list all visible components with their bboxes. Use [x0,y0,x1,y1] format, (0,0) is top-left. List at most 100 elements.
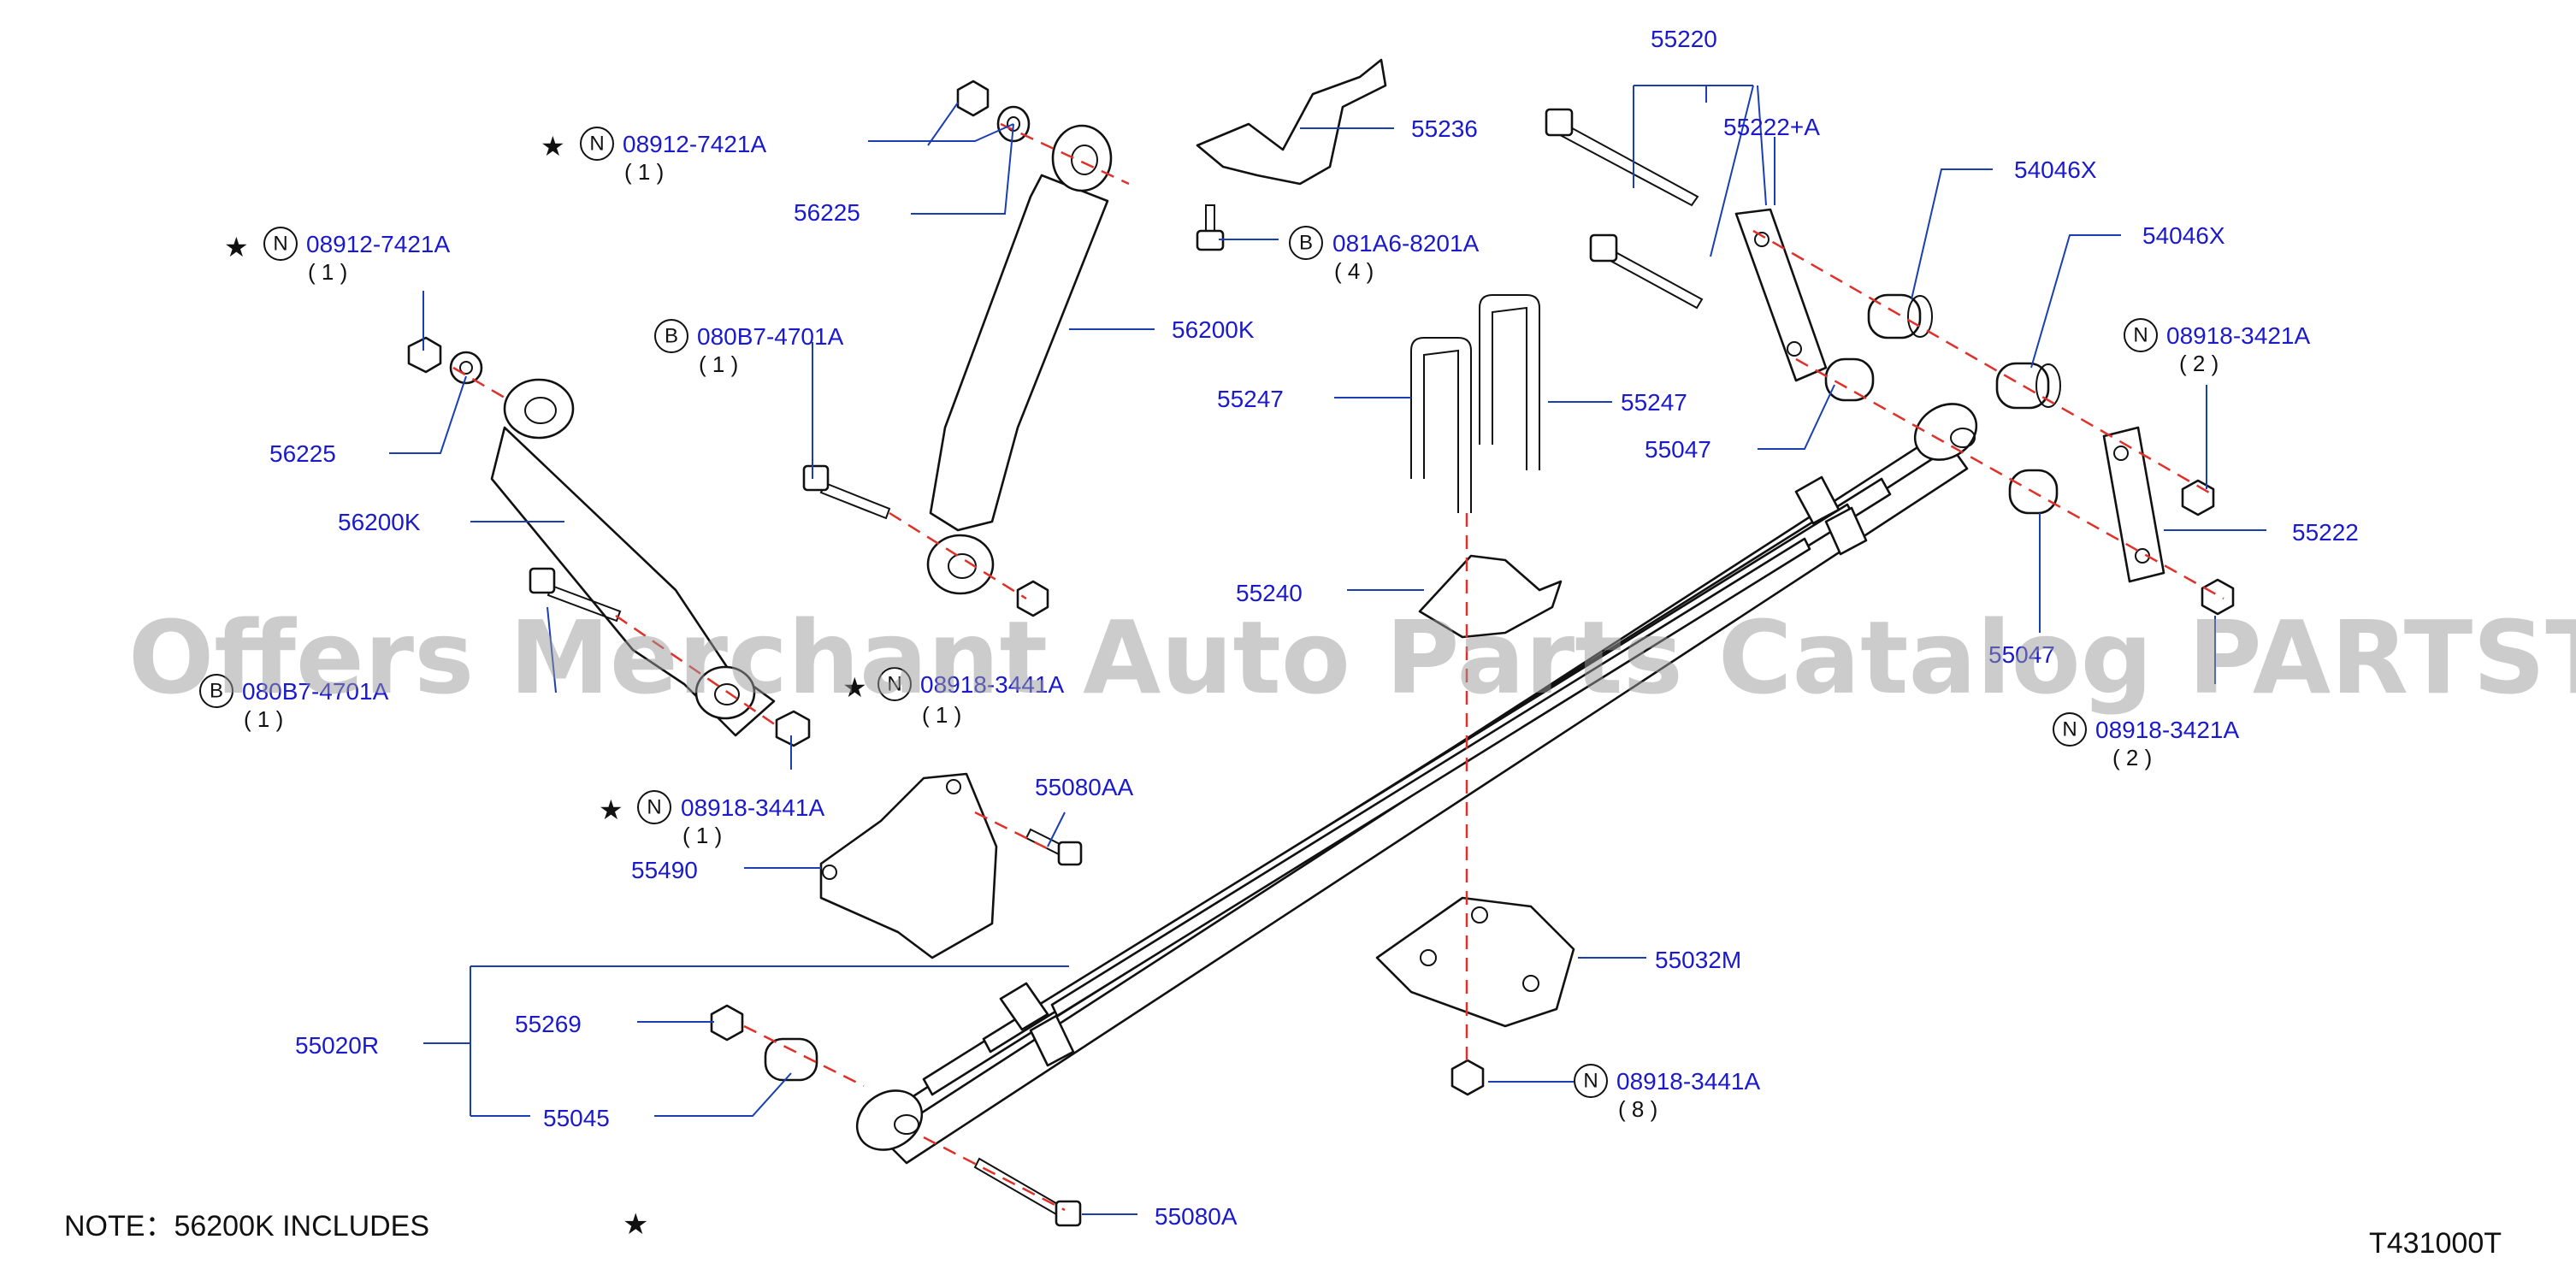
label-55490[interactable]: 55490 [631,857,698,883]
svg-text:N: N [589,133,604,156]
svg-text:080B7-4701A: 080B7-4701A [697,323,844,350]
svg-text:( 1 ): ( 1 ) [308,259,347,285]
shock-absorber-right[interactable] [926,124,1113,595]
svg-text:08918-3421A: 08918-3421A [2166,322,2310,349]
shock-absorber-left[interactable] [490,378,776,737]
leader-lines [389,85,2266,1215]
svg-text:08918-3441A: 08918-3441A [1616,1068,1760,1095]
bracket-55236[interactable] [1196,58,1387,186]
svg-text:N: N [273,233,287,256]
note-star: ★ [623,1208,648,1241]
bolt-55080A[interactable] [973,1157,1082,1227]
shackle-55222[interactable] [2102,426,2165,583]
svg-text:08912-7421A: 08912-7421A [623,131,766,157]
svg-text:080B7-4701A: 080B7-4701A [242,678,389,705]
svg-text:( 8 ): ( 8 ) [1618,1096,1657,1122]
bushing-55045[interactable] [764,1037,818,1082]
label-56225-left[interactable]: 56225 [269,440,336,467]
seat-55240[interactable] [1418,554,1563,639]
bolt-55220-upper[interactable] [1545,108,1699,207]
fastener-n4[interactable]: N 08918-3421A ( 2 ) [2053,712,2239,770]
bolt-55080AA[interactable] [1025,828,1083,866]
nut-08918-3441A-plate[interactable] [1450,1059,1485,1096]
fastener-n3[interactable]: N 08918-3421A ( 2 ) [2124,318,2310,376]
fastener-n2[interactable]: ★ N 08912-7421A ( 1 ) [224,227,450,285]
fastener-b1[interactable]: B 081A6-8201A ( 4 ) [1289,226,1480,284]
bolt-081A6-8201A[interactable] [1196,204,1225,251]
nut-55269[interactable] [710,1004,744,1042]
svg-text:N: N [887,673,901,696]
svg-text:081A6-8201A: 081A6-8201A [1332,230,1480,257]
plate-55032M[interactable] [1375,896,1575,1028]
watermark: Offers Merchant Auto Parts Catalog PARTS… [128,599,2576,717]
svg-text:B: B [665,325,678,348]
svg-text:08918-3421A: 08918-3421A [2095,717,2239,743]
nut-08918-3421A-lower[interactable] [2201,578,2235,616]
svg-text:( 2 ): ( 2 ) [2179,351,2219,376]
fastener-b2[interactable]: B 080B7-4701A ( 1 ) [654,319,844,377]
label-54046X-upper[interactable]: 54046X [2014,156,2097,183]
svg-text:08918-3441A: 08918-3441A [920,671,1064,698]
nut-08912-7421A-left[interactable] [407,336,442,374]
label-55220[interactable]: 55220 [1651,26,1717,52]
svg-text:( 4 ): ( 4 ) [1334,258,1374,284]
fastener-n1[interactable]: ★ N 08912-7421A ( 1 ) [541,127,766,185]
svg-text:( 1 ): ( 1 ) [699,351,738,377]
nut-08918-3441A-right[interactable] [1016,580,1049,617]
svg-text:( 1 ): ( 1 ) [624,159,664,185]
leaf-spring-55020R[interactable] [846,393,1987,1165]
fastener-n5[interactable]: ★ N 08918-3441A ( 1 ) [842,667,1064,728]
label-55047-upper[interactable]: 55047 [1645,436,1711,463]
svg-text:N: N [2062,718,2077,741]
label-55247-left[interactable]: 55247 [1217,386,1284,412]
bolt-080B7-4701A-right[interactable] [802,464,891,520]
svg-text:B: B [1299,232,1313,255]
svg-text:N: N [647,796,661,819]
svg-text:★: ★ [842,672,867,703]
svg-text:( 1 ): ( 1 ) [682,823,722,848]
washer-56225-left[interactable] [449,351,483,385]
label-55080A[interactable]: 55080A [1155,1203,1238,1230]
bolt-080B7-4701A-left[interactable] [529,567,622,623]
bushing-54046X-upper[interactable] [1867,293,1933,339]
label-55247-right[interactable]: 55247 [1621,389,1687,416]
label-55080AA[interactable]: 55080AA [1035,774,1134,800]
label-55047-lower[interactable]: 55047 [1988,641,2055,668]
u-bolt-left[interactable] [1410,337,1472,513]
fastener-n6[interactable]: ★ N 08918-3441A ( 1 ) [599,790,824,848]
svg-text:08912-7421A: 08912-7421A [306,231,450,257]
nut-08918-3441A-left[interactable] [775,710,811,747]
svg-text:( 1 ): ( 1 ) [922,702,961,728]
shackle-55222-A[interactable] [1734,208,1828,382]
note-text: NOTE：56200K INCLUDES [64,1210,429,1242]
label-55045[interactable]: 55045 [543,1105,610,1131]
bolt-55220-lower[interactable] [1589,233,1704,310]
assembly-lines [452,122,2224,1212]
nut-08912-7421A-right[interactable] [956,80,990,117]
label-55269[interactable]: 55269 [515,1011,582,1037]
label-56200K-left[interactable]: 56200K [338,509,421,535]
label-56225-right[interactable]: 56225 [794,199,860,226]
label-55222-A[interactable]: 55222+A [1723,114,1820,140]
svg-text:N: N [1583,1070,1598,1093]
label-55240[interactable]: 55240 [1236,580,1303,606]
label-55222[interactable]: 55222 [2292,519,2359,546]
svg-text:★: ★ [541,131,565,162]
u-bolt-right[interactable] [1479,294,1540,470]
bushing-55047-upper[interactable] [1824,357,1875,402]
label-56200K-right[interactable]: 56200K [1172,316,1255,343]
label-55032M[interactable]: 55032M [1655,947,1741,973]
fastener-n7[interactable]: N 08918-3441A ( 8 ) [1574,1064,1760,1122]
svg-text:( 2 ): ( 2 ) [2112,745,2152,770]
label-55236[interactable]: 55236 [1411,115,1478,142]
bushing-54046X-lower[interactable] [1995,362,2061,410]
label-54046X-lower[interactable]: 54046X [2142,222,2225,249]
callout-labels: 55220 55222+A 54046X 54046X 55236 56225 … [269,26,2359,1230]
svg-text:( 1 ): ( 1 ) [244,706,283,732]
bracket-55490[interactable] [819,772,998,959]
svg-text:B: B [210,680,223,703]
diagram-code: T431000T [2369,1227,2502,1260]
fastener-b3[interactable]: B 080B7-4701A ( 1 ) [199,674,389,732]
label-55020R[interactable]: 55020R [295,1032,379,1059]
